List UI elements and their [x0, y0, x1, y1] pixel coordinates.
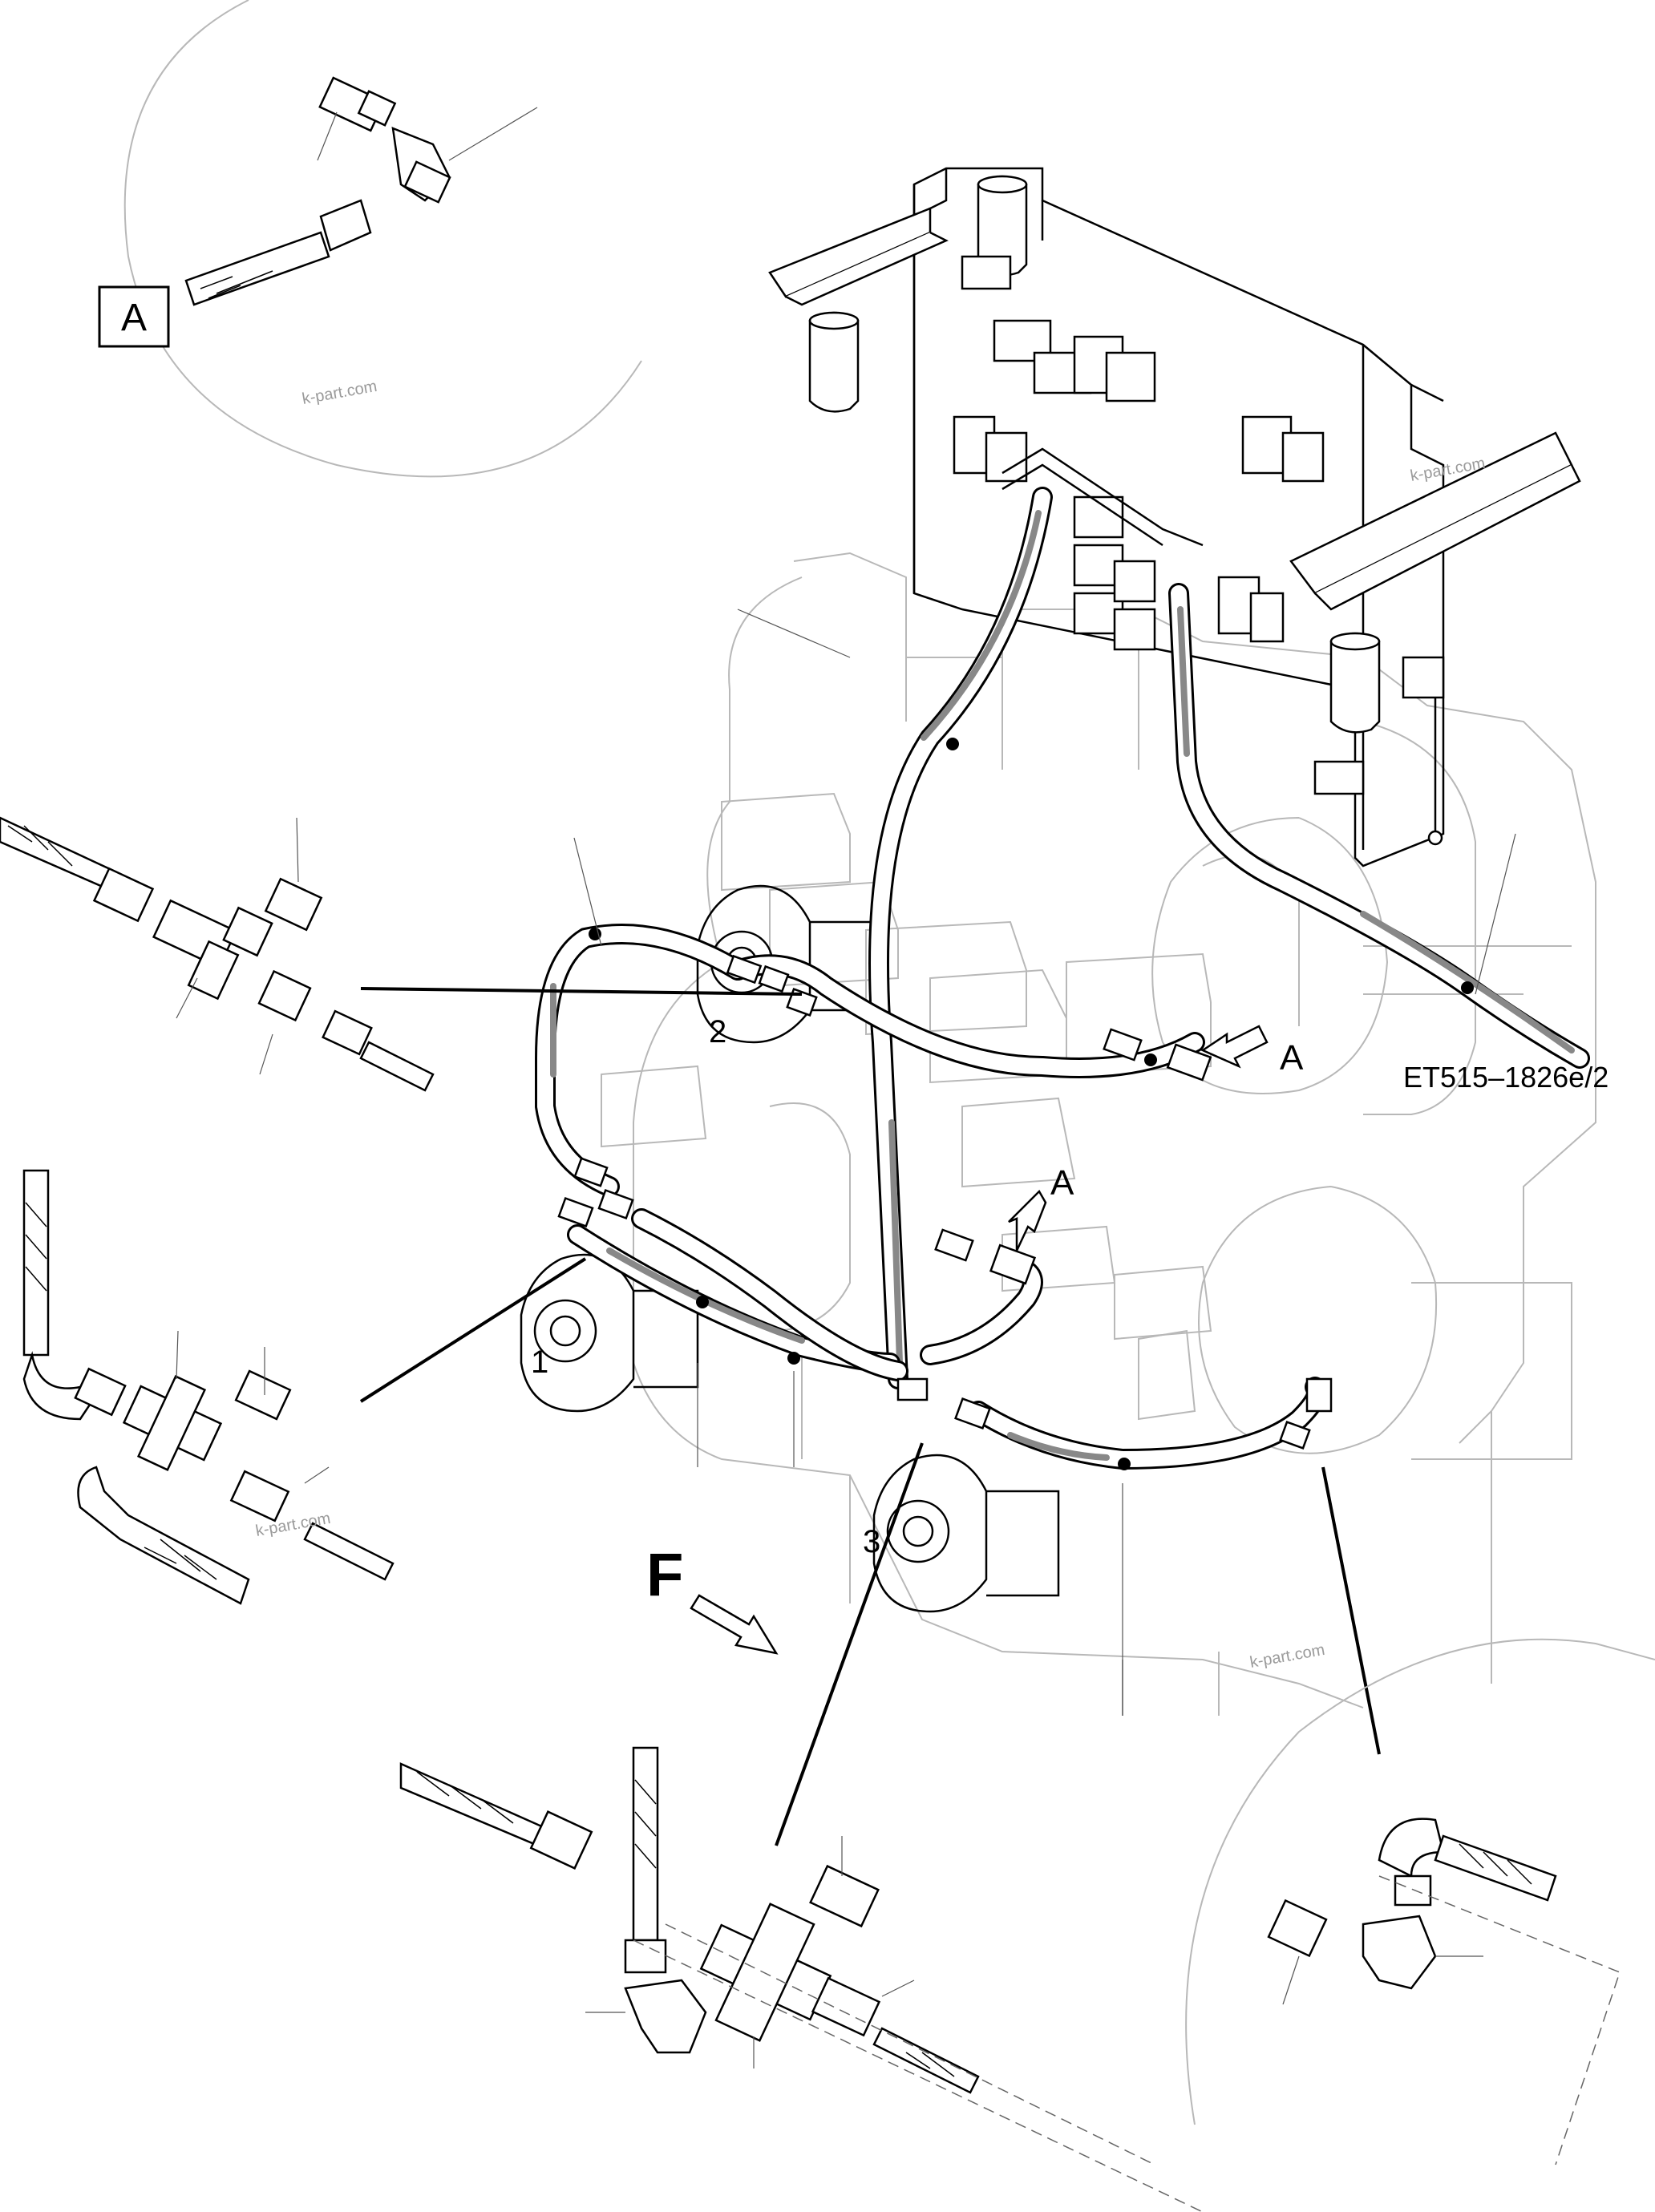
- hose-main-vertical: [868, 487, 1053, 1389]
- hose-lower-right: [968, 1377, 1328, 1470]
- detail-a-label: A: [121, 297, 147, 339]
- watermark: k-part.com: [301, 378, 378, 408]
- hose-clamp-marker: [696, 1296, 709, 1308]
- detail-cross-fitting-lower: [399, 1746, 1204, 2212]
- hose-clamp-marker: [787, 1352, 800, 1365]
- hose-clamp-marker: [946, 738, 959, 750]
- item-number-2: 2: [709, 1014, 726, 1049]
- leader-lines: [359, 609, 1516, 1846]
- hydraulic-pumps: [601, 792, 1212, 1421]
- detail-cross-fitting: k-part.com: [22, 1169, 395, 1605]
- view-arrow-a-lower: A: [1008, 1163, 1074, 1252]
- watermark: k-part.com: [1248, 1641, 1326, 1672]
- transmission-housing: [633, 552, 1596, 1716]
- fittings: [557, 954, 1333, 1450]
- drawing-number: ET515–1826e/2: [1403, 1061, 1608, 1094]
- hose-clamp-marker: [1118, 1458, 1131, 1470]
- detail-elbow-circle: k-part.com: [1185, 1638, 1655, 2165]
- hose-clamp-marker: [589, 928, 601, 940]
- hose-right-vertical: [1168, 583, 1590, 1069]
- hose-upper-loop: [727, 954, 1205, 1078]
- arrow-label-a: A: [1050, 1163, 1074, 1203]
- arrow-label-a: A: [1280, 1038, 1304, 1078]
- hose-middle-cross: [567, 1208, 1043, 1381]
- detail-tee-fitting: [0, 816, 435, 1092]
- hose-clamp-marker: [1461, 981, 1474, 994]
- pump-head-3: [872, 1454, 1060, 1613]
- direction-arrow-f: F: [646, 1541, 779, 1655]
- hose-clamp-marker: [1144, 1053, 1157, 1066]
- item-number-1: 1: [531, 1345, 548, 1380]
- detail-a-box: [98, 285, 170, 348]
- hose-left-loop: [535, 924, 748, 1197]
- item-number-3: 3: [863, 1524, 880, 1559]
- view-arrow-a-upper: A: [1200, 1025, 1304, 1078]
- control-valve-panel: [768, 167, 1581, 867]
- direction-label-f: F: [646, 1541, 683, 1609]
- detail-a-circle: A k-part.com: [98, 0, 642, 478]
